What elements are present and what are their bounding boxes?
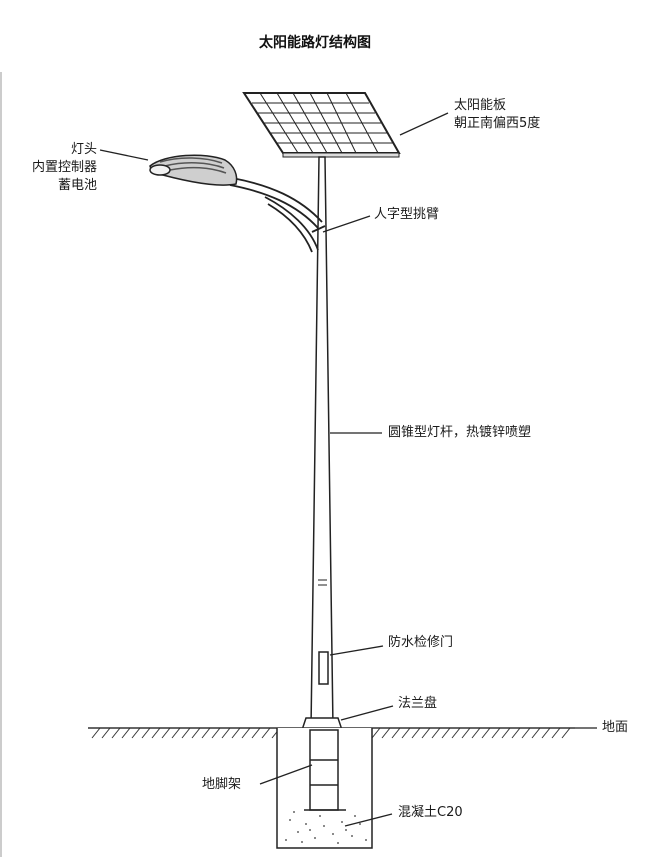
label-ground: 地面	[602, 720, 629, 735]
label-controller: 内置控制器	[31, 160, 97, 175]
service-door	[318, 651, 329, 685]
label-concrete: 混凝土C20	[398, 805, 463, 820]
label-pole: 圆锥型灯杆，热镀锌喷塑	[388, 425, 532, 440]
pole-arm	[229, 177, 326, 253]
label-arm: 人字型挑臂	[374, 207, 440, 222]
label-door: 防水检修门	[388, 635, 454, 650]
concrete-fill	[285, 811, 367, 844]
leader-lines	[99, 112, 597, 827]
label-battery: 蓄电池	[57, 178, 97, 193]
lamp-pole	[300, 156, 344, 731]
diagram-title: 太阳能路灯结构图	[259, 35, 371, 51]
solar-panel	[242, 92, 401, 158]
label-flange: 法兰盘	[398, 696, 438, 711]
foundation	[276, 728, 373, 849]
label-solar-panel: 太阳能板	[454, 98, 507, 113]
label-orientation: 朝正南偏西5度	[454, 116, 541, 131]
label-anchor: 地脚架	[202, 777, 242, 792]
label-lamp-head: 灯头	[70, 142, 97, 157]
lamp-head	[149, 154, 238, 186]
